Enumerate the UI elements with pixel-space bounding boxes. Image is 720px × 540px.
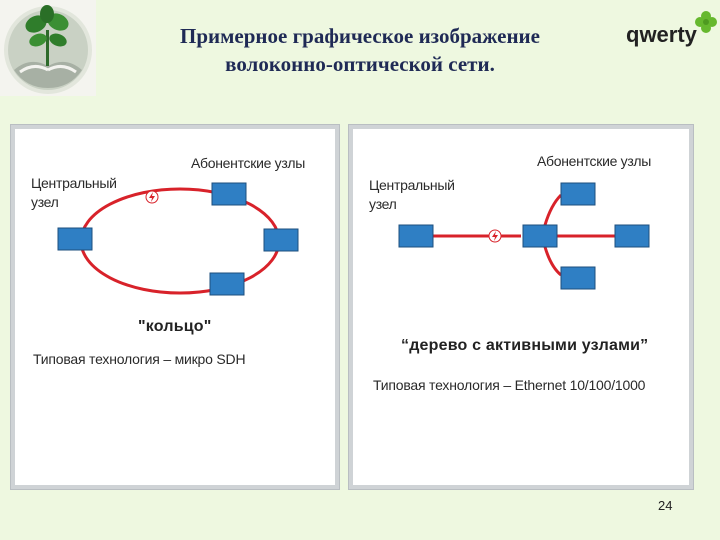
qwerty-clover-logo: qwerty [622, 10, 718, 54]
ring-topology-panel: Абонентские узлы Центральный узел "кольц… [10, 124, 340, 490]
branch-link-bottom [543, 246, 562, 277]
hands-plant-logo [0, 0, 96, 96]
ring-technology: Типовая технология – микро SDH [33, 351, 246, 367]
ring-caption: "кольцо" [138, 318, 212, 335]
subscriber-node-bottom [560, 266, 596, 290]
tree-topology-diagram [398, 182, 650, 290]
central-node-label-line-2: узел [31, 194, 59, 210]
central-node-label-line-2: узел [369, 196, 397, 212]
subscriber-node-right [614, 224, 650, 248]
slide-title-line-1: Примерное графическое изображение [180, 24, 540, 48]
subscriber-node-top [560, 182, 596, 206]
subscriber-node-bottom [209, 272, 245, 296]
tree-technology: Типовая технология – Ethernet 10/100/100… [373, 377, 646, 393]
page-number: 24 [658, 498, 673, 513]
tree-topology-panel: Абонентские узлы Центральный узел “дерев… [348, 124, 694, 490]
ring-topology-diagram [57, 182, 299, 296]
subscriber-nodes-label: Абонентские узлы [191, 155, 305, 171]
subscriber-nodes-label: Абонентские узлы [537, 153, 651, 169]
ring-link [79, 187, 281, 295]
central-node [398, 224, 434, 248]
subscriber-node-top [211, 182, 247, 206]
slide-title-line-2: волоконно-оптической сети. [225, 52, 495, 76]
slide-title: Примерное графическое изображение волоко… [100, 22, 620, 78]
tree-caption: “дерево с активными узлами” [401, 337, 649, 354]
brand-text: qwerty [626, 22, 698, 47]
central-node-label-line-1: Центральный [369, 177, 455, 193]
central-node [57, 227, 93, 251]
branch-link-top [543, 193, 563, 226]
subscriber-node-right [263, 228, 299, 252]
lightning-icon [488, 229, 502, 243]
lightning-icon [145, 190, 159, 204]
central-node-label-line-1: Центральный [31, 175, 117, 191]
active-node [522, 224, 558, 248]
